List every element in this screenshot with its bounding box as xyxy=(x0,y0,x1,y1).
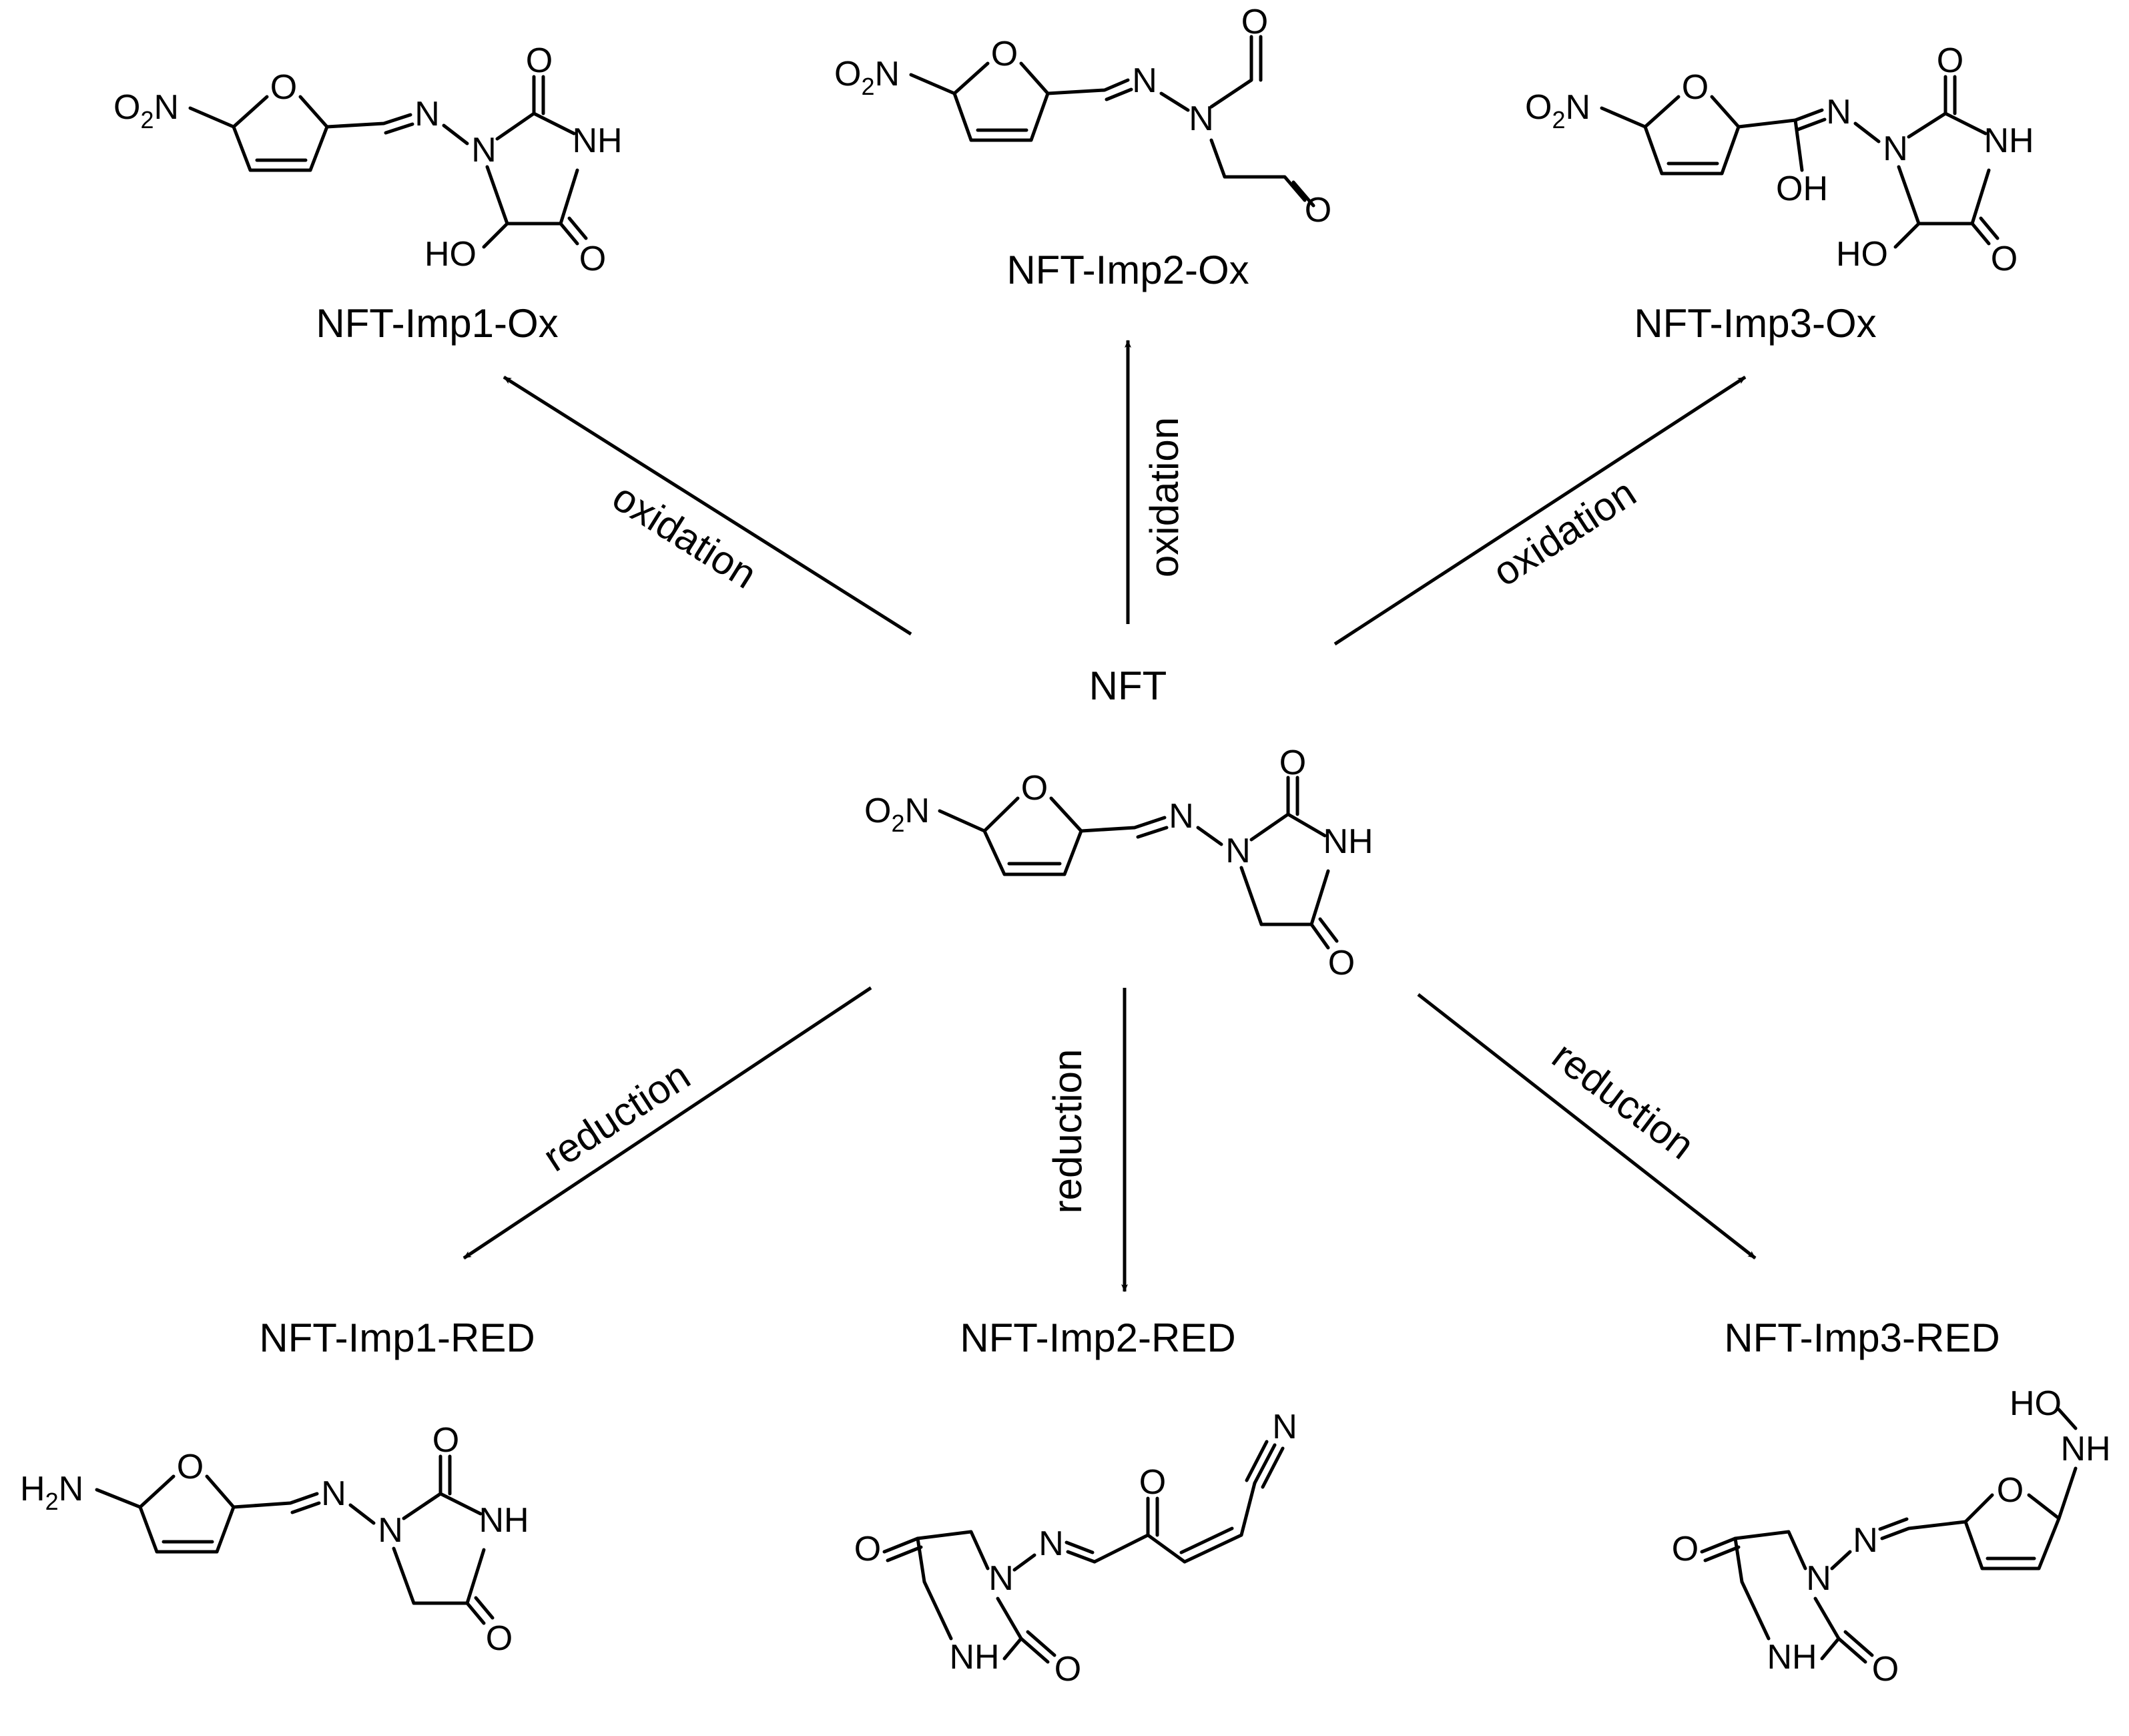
imp2-ox-structure: NFT-Imp2-Ox O2N O N N O O xyxy=(834,3,1331,292)
ring-n-atom: N xyxy=(1883,129,1908,168)
nft-label: NFT xyxy=(1089,663,1167,708)
hydroxy-ho-group: HO xyxy=(1836,235,1888,274)
imp3-ox-label: NFT-Imp3-Ox xyxy=(1634,301,1876,346)
arrow-to-imp3-red xyxy=(1417,993,1757,1259)
imp1-ox-structure: NFT-Imp1-Ox O2N O N N O NH O HO xyxy=(113,41,623,346)
carbonyl-o-bottom: O xyxy=(1054,1650,1081,1689)
ring-n-atom: N xyxy=(988,1559,1014,1598)
imine-n-atom: N xyxy=(1038,1524,1064,1563)
imine-n-atom: N xyxy=(414,95,440,133)
imine-n-atom: N xyxy=(1132,61,1157,100)
ring-n-atom: N xyxy=(1806,1559,1831,1598)
furan-o-atom: O xyxy=(177,1448,204,1486)
nh-group: NH xyxy=(572,121,622,160)
reduction-label-2: reduction xyxy=(1045,1049,1090,1214)
keto-o-atom: O xyxy=(1139,1463,1166,1502)
hydroxylamine-nh-group: NH xyxy=(2060,1430,2110,1468)
ring-n-atom: N xyxy=(378,1511,403,1550)
amino-group: H2N xyxy=(20,1470,83,1515)
imine-n-atom: N xyxy=(1169,797,1194,836)
nh-group: NH xyxy=(479,1501,529,1540)
imp3-red-label: NFT-Imp3-RED xyxy=(1724,1316,2000,1360)
arrow-to-imp3-ox xyxy=(1333,375,1747,646)
reduction-arrows: reduction reduction reduction xyxy=(463,986,1757,1292)
nitrile-n-atom: N xyxy=(1272,1408,1297,1446)
oxidation-arrows: oxidation oxidation oxidation xyxy=(503,340,1747,646)
hydroxyl-ho-group: HO xyxy=(2010,1384,2062,1423)
nft-structure: NFT O2N O N N O NH O xyxy=(864,663,1374,982)
ring-n-atom: N xyxy=(471,131,497,170)
nitro-o-atom: O2N xyxy=(864,792,930,837)
nh-group: NH xyxy=(1323,822,1373,861)
carbonyl-o-bottom: O xyxy=(1991,240,2018,278)
imine-n-atom: N xyxy=(321,1474,346,1513)
carbonyl-o-top: O xyxy=(1279,744,1306,782)
imine-n-atom: N xyxy=(1853,1521,1878,1560)
reduction-label-3: reduction xyxy=(1544,1033,1703,1168)
imp3-red-structure: NFT-Imp3-RED HO NH O N N O NH O xyxy=(1672,1316,2111,1689)
amine-n-atom: N xyxy=(1189,99,1214,138)
furan-o-atom: O xyxy=(1997,1471,2024,1510)
carbonyl-o-top: O xyxy=(1937,41,1963,80)
carbonyl-o-top: O xyxy=(432,1421,459,1460)
carbonyl-o-left: O xyxy=(1672,1530,1699,1568)
carbonyl-o-bottom: O xyxy=(1328,944,1355,982)
formyl-o-atom: O xyxy=(1241,3,1268,41)
nitro-group: O2N xyxy=(1525,88,1590,133)
nitro-group: O2N xyxy=(113,88,179,133)
aldehyde-o-atom: O xyxy=(1305,191,1331,230)
imp2-red-structure: NFT-Imp2-RED N O N N O NH O xyxy=(854,1316,1297,1689)
imp1-red-label: NFT-Imp1-RED xyxy=(259,1316,535,1360)
carbonyl-o-left: O xyxy=(854,1530,881,1568)
nh-group: NH xyxy=(949,1638,999,1677)
nh-group: NH xyxy=(1767,1638,1817,1677)
furan-o-atom: O xyxy=(991,35,1018,73)
carbonyl-o-bottom: O xyxy=(486,1619,513,1658)
furan-o-atom: O xyxy=(1021,769,1048,808)
arrow-to-imp1-red xyxy=(463,986,872,1260)
carbonyl-o-bottom: O xyxy=(579,240,606,278)
arrow-to-imp1-ox xyxy=(503,375,912,636)
imp3-ox-structure: NFT-Imp3-Ox O2N O OH N N O NH O HO xyxy=(1525,41,2034,346)
imp2-ox-label: NFT-Imp2-Ox xyxy=(1006,248,1249,292)
furan-o-atom: O xyxy=(270,68,297,107)
carbonyl-o-top: O xyxy=(526,41,553,80)
hydroxy-group: HO xyxy=(424,235,477,274)
ring-n-atom: N xyxy=(1225,832,1251,870)
imp1-red-structure: NFT-Imp1-RED H2N O N N O NH O xyxy=(20,1316,535,1658)
furan-o-atom: O xyxy=(1682,68,1709,107)
imine-n-atom: N xyxy=(1826,93,1851,131)
carbonyl-o-bottom: O xyxy=(1872,1650,1899,1689)
oxidation-label-2: oxidation xyxy=(1142,417,1187,577)
nh-group: NH xyxy=(1984,121,2034,160)
hydroxy-oh-group: OH xyxy=(1776,170,1828,208)
reduction-label-1: reduction xyxy=(535,1053,697,1180)
nitro-group: O2N xyxy=(834,55,900,100)
imp2-red-label: NFT-Imp2-RED xyxy=(960,1316,1235,1360)
imp1-ox-label: NFT-Imp1-Ox xyxy=(316,301,558,346)
